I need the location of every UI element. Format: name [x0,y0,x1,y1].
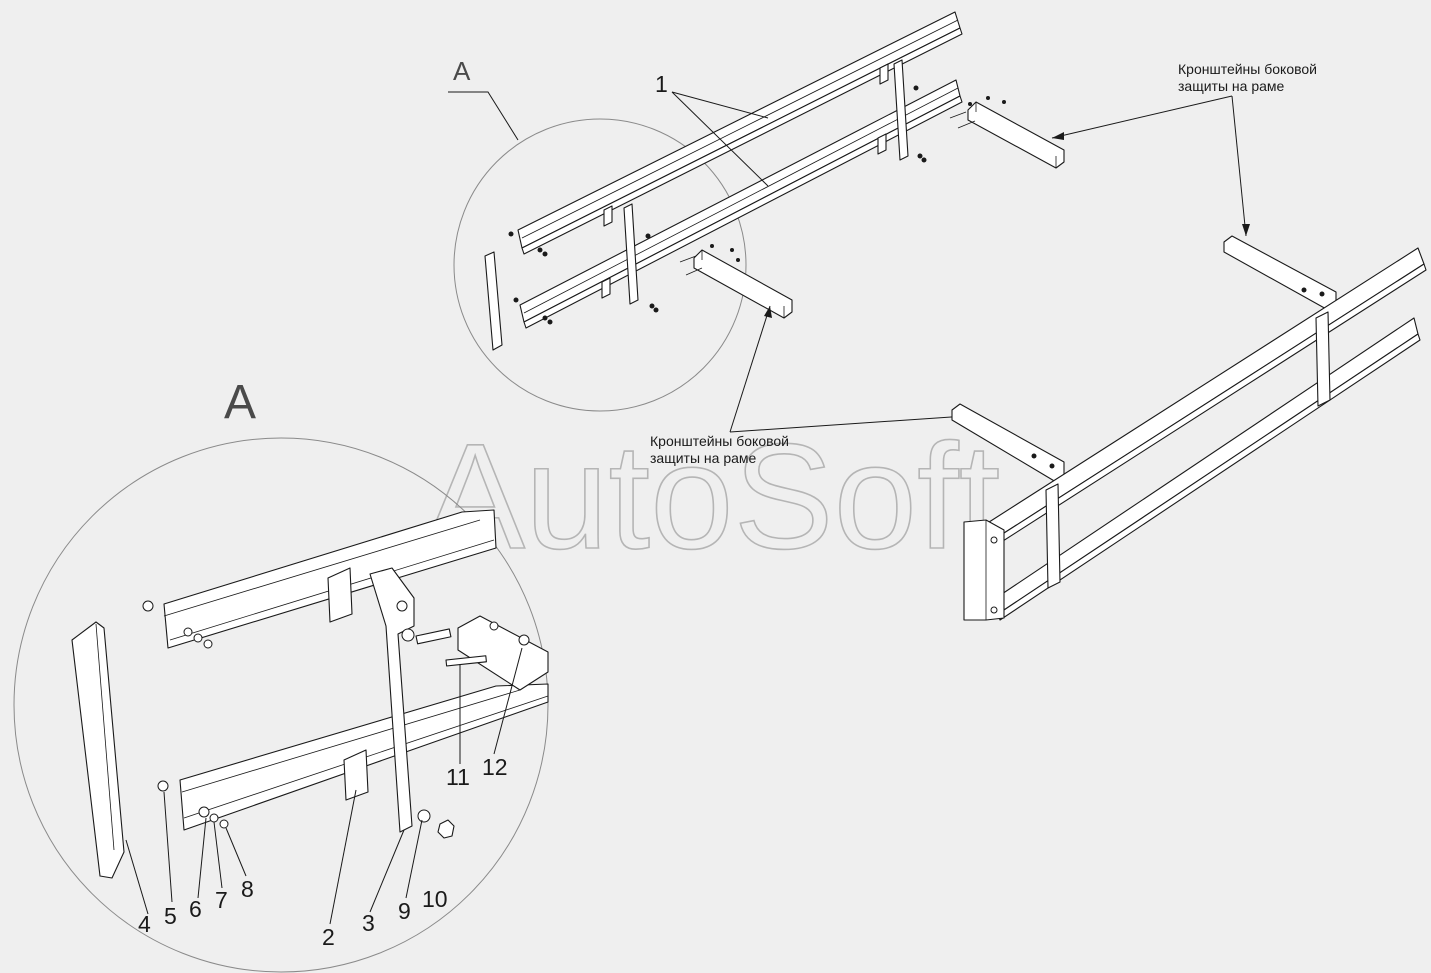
callout-mid-leader-1 [729,305,771,433]
part-label-2: 2 [322,924,335,950]
detail-end-cap-4 [71,621,125,879]
assembled-side-guard [951,235,1427,621]
part-label-9: 9 [398,898,411,924]
callout-top-line2: защиты на раме [1178,78,1285,94]
end-cap-small [484,251,503,351]
detail-washer-9 [417,809,431,823]
part-label-1: 1 [655,71,668,97]
callout-top-line1: Кронштейны боковой [1178,61,1317,77]
detail-washer-6 [198,806,210,818]
detail-small-label: A [453,56,471,86]
exploded-side-guard: A [448,11,1065,412]
part-label-5: 5 [164,903,177,929]
part-label-4: 4 [138,911,151,937]
callout-mid-line1: Кронштейны боковой [650,433,789,449]
detail-nut-8 [219,819,229,829]
assembled-post-rear [1315,311,1331,407]
part-label-11: 11 [446,764,470,790]
post-right [893,59,909,161]
callout-mid-leader-2 [729,415,967,433]
part-label-7: 7 [215,887,228,913]
detail-nut-10 [437,819,455,839]
assembled-post-front [1045,483,1061,589]
part-label-8: 8 [241,876,254,902]
part-leaders [125,647,523,925]
watermark-text: AutoSoft [425,412,1000,580]
post-left [623,203,639,305]
detail-washer-7 [209,813,219,823]
part-label-6: 6 [189,896,202,922]
detail-plate-upper [327,567,353,623]
callout-top-leader-2 [1231,95,1247,237]
detail-post-3 [369,567,415,833]
bracket-middle [693,249,793,319]
assembled-bracket-rear [1223,235,1337,311]
part-label-3: 3 [362,910,375,936]
detail-large-label: A [224,376,256,429]
callout-mid-line2: защиты на раме [650,450,757,466]
part-label-10: 10 [422,886,448,912]
bracket-top [967,101,1065,169]
detail-a-parts [71,509,549,879]
detail-plate-2 [343,749,369,801]
callout-top-leader-1 [1051,95,1233,139]
detail-circle-large [13,437,549,973]
part-label-12: 12 [482,754,508,780]
detail-small-leader [448,91,519,141]
detail-circle-small [453,118,747,412]
detail-bracket [457,615,549,691]
assembled-end-cap [963,519,1005,621]
detail-bolt-5 [157,780,169,792]
